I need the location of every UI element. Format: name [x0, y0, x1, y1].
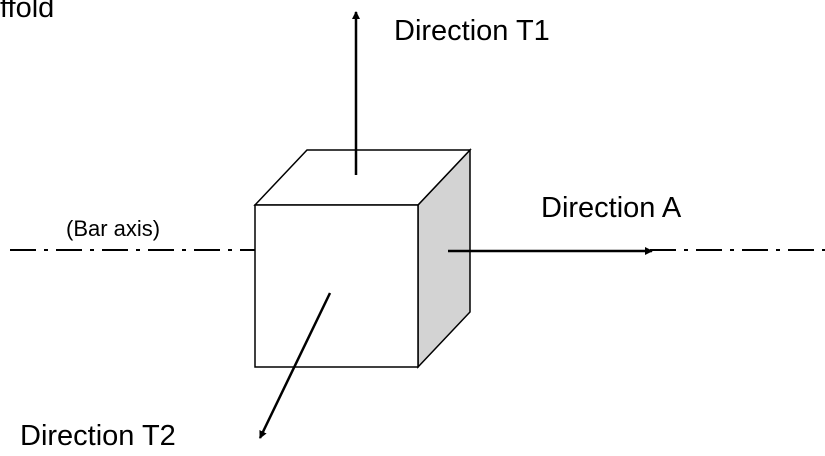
direction-a-label: Direction A: [541, 192, 682, 224]
direction-t2-arrow: [258, 292, 332, 439]
direction-t1-label: Direction T1: [394, 15, 550, 47]
direction-t2-label: Direction T2: [20, 420, 176, 452]
partial-title-text: ffold: [0, 0, 55, 24]
cube-front-face: [254, 204, 419, 368]
bar-axis-label: (Bar axis): [66, 216, 161, 241]
